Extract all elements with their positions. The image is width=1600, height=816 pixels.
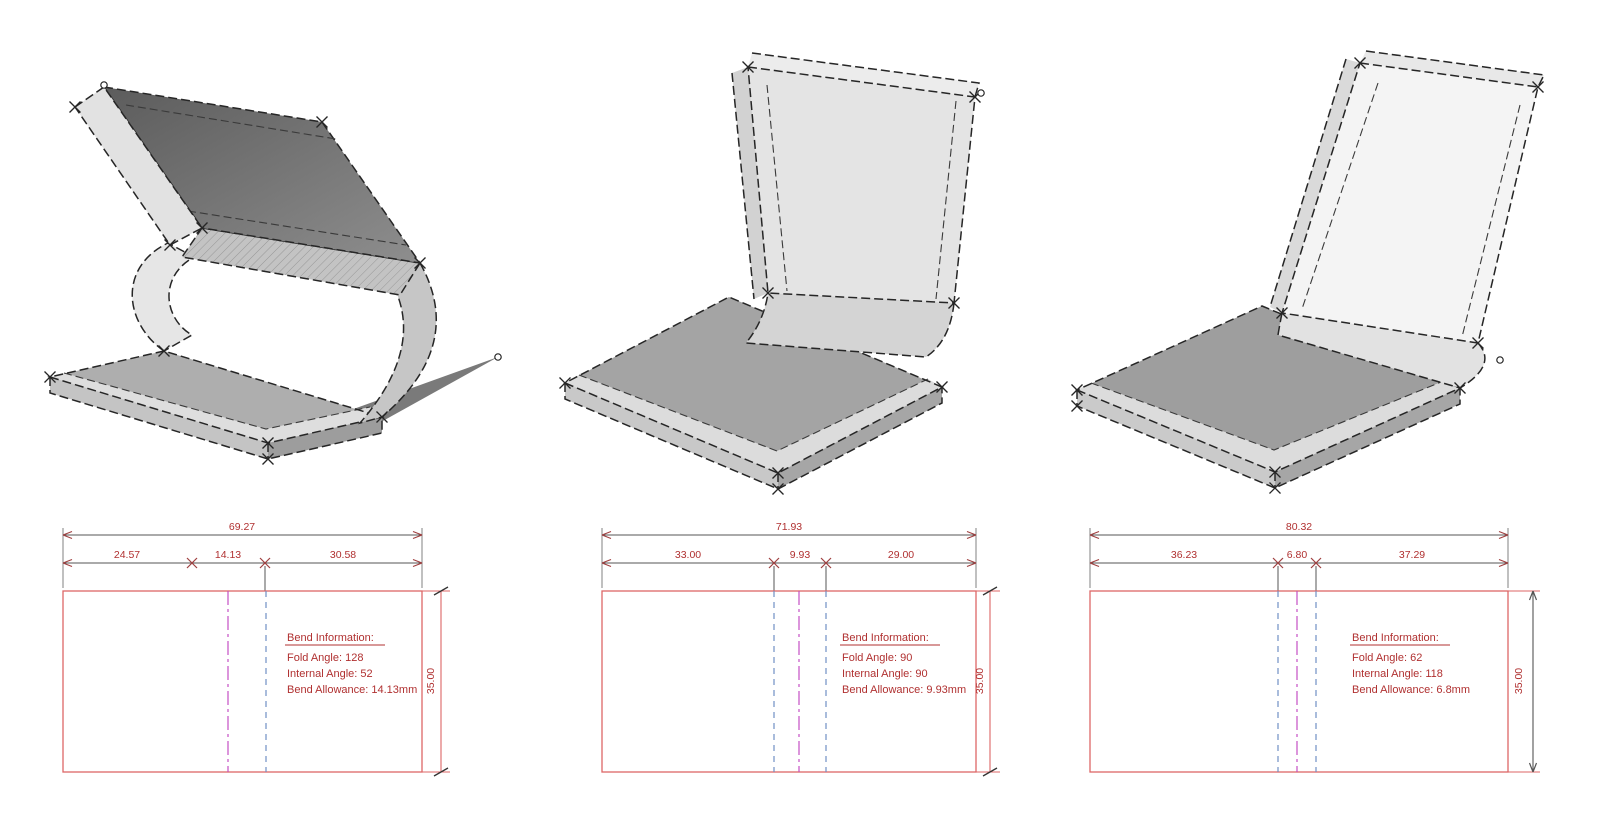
- dim-line-overall: 71.93: [601, 521, 977, 540]
- dim-seg2-label: 14.13: [215, 549, 241, 561]
- dim-overall-label: 71.93: [776, 521, 802, 533]
- dim-seg3-label: 30.58: [330, 549, 356, 561]
- bend-info-title: Bend Information:: [1352, 632, 1439, 644]
- dim-seg2-label: 9.93: [790, 549, 811, 561]
- bend-info-fold-angle: Fold Angle: 62: [1352, 652, 1422, 664]
- model-3d-fold-62: [1070, 50, 1546, 495]
- dim-height-label: 35.00: [974, 668, 986, 694]
- dim-line-height: 35.00: [974, 586, 1000, 777]
- bend-info-internal-angle: Internal Angle: 118: [1352, 668, 1443, 680]
- bend-info-fold-angle: Fold Angle: 90: [842, 652, 912, 664]
- dim-overall-label: 69.27: [229, 521, 255, 533]
- dim-line-segments: 33.00 9.93 29.00: [601, 549, 977, 569]
- base-plate: [563, 296, 944, 490]
- bend-info-fold-angle: Fold Angle: 128: [287, 652, 363, 664]
- bend-info-bend-allowance: Bend Allowance: 6.8mm: [1352, 684, 1470, 696]
- extension-lines: [601, 528, 977, 591]
- dim-line-segments: 36.23 6.80 37.29: [1089, 549, 1509, 569]
- bend-curve-right: [357, 261, 438, 425]
- flat-outline: [1089, 590, 1509, 773]
- bend-lines: [227, 591, 267, 772]
- bend-info-block: Bend Information: Fold Angle: 90 Interna…: [840, 632, 966, 696]
- dim-line-height: 35.00: [1508, 590, 1540, 773]
- model-3d-fold-90: [558, 52, 985, 496]
- bend-info-block: Bend Information: Fold Angle: 128 Intern…: [285, 632, 417, 696]
- dim-seg1-label: 36.23: [1171, 549, 1197, 561]
- dim-seg1-label: 33.00: [675, 549, 701, 561]
- bend-info-internal-angle: Internal Angle: 90: [842, 668, 928, 680]
- bend-info-title: Bend Information:: [287, 632, 374, 644]
- dim-seg3-label: 29.00: [888, 549, 914, 561]
- bend-info-title: Bend Information:: [842, 632, 929, 644]
- flat-pattern-3: 80.32 36.23 6.80 37.29 35.00 Bend Inform…: [1089, 521, 1540, 773]
- flat-outline: [62, 590, 423, 773]
- base-plate: [47, 350, 385, 460]
- bend-lines: [773, 591, 827, 772]
- bend-info-internal-angle: Internal Angle: 52: [287, 668, 373, 680]
- extension-lines: [62, 528, 423, 591]
- bend-lines: [1277, 591, 1317, 772]
- model-3d-fold-128: [43, 81, 502, 466]
- dim-height-label: 35.00: [1513, 668, 1525, 694]
- dim-seg3-label: 37.29: [1399, 549, 1425, 561]
- dim-seg2-label: 6.80: [1287, 549, 1308, 561]
- back-panel: [1269, 50, 1546, 389]
- extension-lines: [1089, 528, 1509, 591]
- bend-info-bend-allowance: Bend Allowance: 9.93mm: [842, 684, 966, 696]
- bend-info-bend-allowance: Bend Allowance: 14.13mm: [287, 684, 417, 696]
- dim-line-segments: 24.57 14.13 30.58: [62, 549, 423, 569]
- dim-line-overall: 69.27: [62, 521, 423, 540]
- bend-info-block: Bend Information: Fold Angle: 62 Interna…: [1350, 632, 1470, 696]
- bend-curve-left: [131, 242, 196, 352]
- dim-line-height: 35.00: [422, 586, 450, 777]
- back-panel: [731, 52, 980, 358]
- flat-pattern-1: 69.27 24.57 14.13 30.58 35.00 Bend Infor…: [62, 521, 450, 777]
- base-plate: [1075, 305, 1462, 489]
- flat-outline: [601, 590, 977, 773]
- dim-seg1-label: 24.57: [114, 549, 140, 561]
- dim-height-label: 35.00: [425, 668, 437, 694]
- dim-line-overall: 80.32: [1089, 521, 1509, 540]
- flat-pattern-2: 71.93 33.00 9.93 29.00 35.00 Bend Inform…: [601, 521, 1000, 777]
- dim-overall-label: 80.32: [1286, 521, 1312, 533]
